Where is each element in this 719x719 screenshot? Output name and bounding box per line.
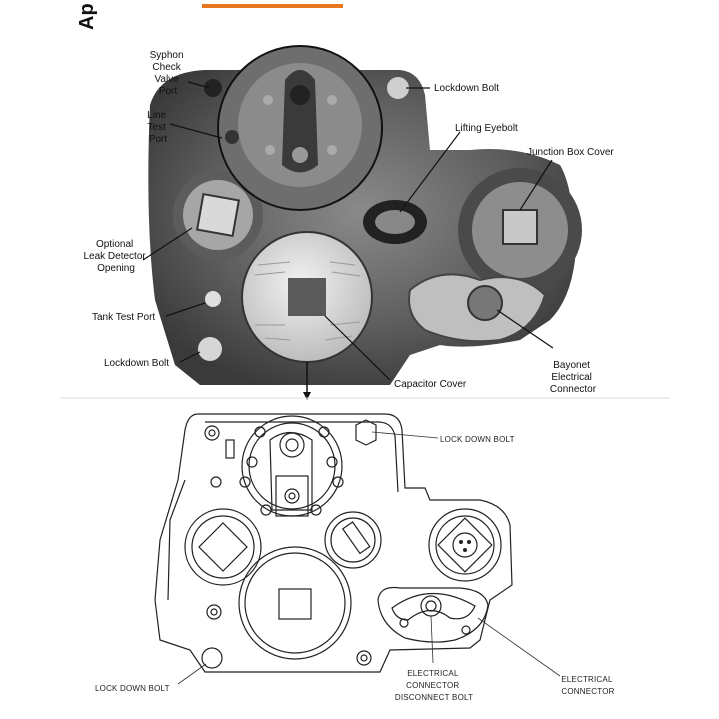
drawing-labels: LOCK DOWN BOLT LOCK DOWN BOLT ELECTRICAL…: [95, 435, 615, 702]
label-tank-test-port: Tank Test Port: [92, 312, 155, 323]
label-lifting-eyebolt: Lifting Eyebolt: [455, 123, 518, 134]
photo-pump-housing: [148, 45, 582, 400]
tank-test-port: [205, 291, 221, 307]
label-lock-down-bolt-top: LOCK DOWN BOLT: [440, 435, 515, 444]
label-line-test-port: Line Test Port: [147, 110, 169, 145]
lock-down-bolt-bottom-drawing: [201, 647, 223, 669]
syphon-port: [204, 79, 222, 97]
lockdown-bolt-bottom-photo: [198, 337, 222, 361]
capacitor-cover-drawing: [238, 546, 352, 660]
label-electrical-connector-disconnect-bolt: ELECTRICAL CONNECTOR DISCONNECT BOLT: [395, 669, 473, 702]
lockdown-bolt-top-photo: [387, 77, 409, 99]
label-junction-box-cover: Junction Box Cover: [527, 147, 614, 158]
drawing-outline: [154, 413, 513, 673]
capacitor-plug: [288, 278, 326, 316]
label-capacitor-cover: Capacitor Cover: [394, 379, 467, 390]
line-test-port: [225, 130, 239, 144]
junction-box-cover: [502, 209, 538, 245]
label-lockdown-bolt-bottom: Lockdown Bolt: [104, 358, 169, 369]
bayonet-connector: [467, 285, 503, 321]
leak-detector-plug: [195, 192, 241, 238]
drawing-leaders: [177, 431, 561, 685]
label-lockdown-bolt-top: Lockdown Bolt: [434, 83, 499, 94]
label-electrical-connector: ELECTRICAL CONNECTOR: [561, 675, 615, 696]
photo-labels: Syphon Check Valve Port Line Test Port L…: [83, 50, 614, 395]
label-syphon-check-valve-port: Syphon Check Valve Port: [150, 50, 187, 97]
callout-circle: [217, 45, 383, 211]
check-valve-drawing: [269, 431, 313, 511]
drawing-pump-housing: [154, 413, 513, 673]
label-lock-down-bolt-bottom: LOCK DOWN BOLT: [95, 684, 170, 693]
label-optional-leak-detector: Optional Leak Detector Opening: [83, 239, 148, 274]
lock-down-bolt-top-drawing: [355, 419, 377, 446]
accent-rule: [202, 4, 343, 8]
photo-leaders: [142, 81, 554, 381]
disconnect-bolt-drawing: [420, 595, 442, 617]
electrical-connector-drawing: [377, 586, 489, 643]
label-bayonet-electrical-connector: Bayonet Electrical Connector: [550, 360, 597, 395]
